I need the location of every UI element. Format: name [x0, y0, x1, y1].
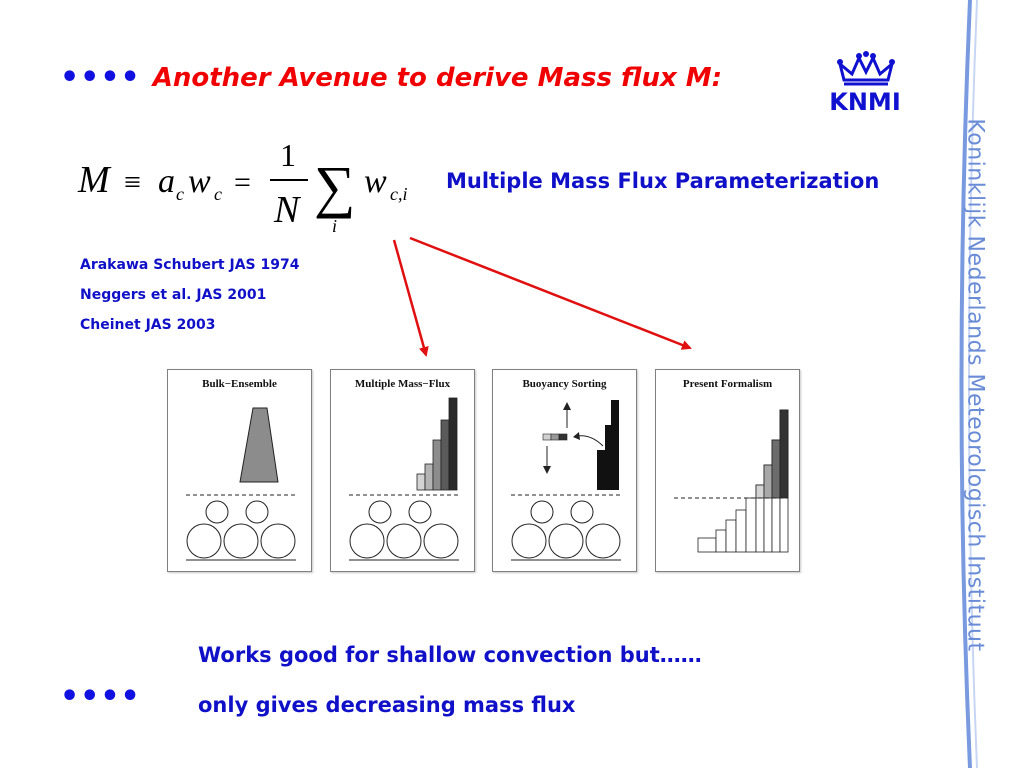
buoyancy-sorting-diagram [511, 400, 621, 561]
panel-title: Buoyancy Sorting [522, 378, 607, 390]
knmi-logo: KNMI [826, 50, 906, 118]
present-formalism-diagram [674, 409, 789, 553]
panel-present-formalism: Present Formalism [655, 369, 800, 572]
side-decoration [959, 0, 978, 768]
panel-buoyancy-sorting: Buoyancy Sorting [492, 369, 637, 572]
mass-flux-equation: M ≡ a c w c = 1 N ∑ i w c,i [77, 137, 408, 236]
arrow-to-multiple-mass-flux [392, 239, 429, 357]
title-bullets: •••• [60, 60, 141, 95]
bulk-ensemble-diagram [186, 407, 296, 561]
logo-text: KNMI [829, 88, 901, 116]
eq-equiv: ≡ [124, 166, 141, 199]
panel-title: Present Formalism [682, 378, 773, 390]
bottom-bullets: •••• [60, 679, 141, 714]
crown-icon [837, 51, 895, 86]
eq-wi-sub: c,i [390, 184, 408, 204]
panel-bulk-ensemble: Bulk−Ensemble [167, 369, 312, 572]
conclusion-line-1: Works good for shallow convection but…… [198, 643, 702, 667]
panel-title: Multiple Mass−Flux [354, 378, 451, 390]
eq-sum: ∑ [314, 154, 355, 219]
eq-denominator: N [273, 189, 302, 231]
arrow-to-present-formalism [409, 236, 692, 350]
eq-equals: = [234, 166, 251, 199]
panel-title: Bulk−Ensemble [202, 378, 277, 390]
eq-wi: w [364, 163, 387, 200]
eq-numerator: 1 [280, 137, 296, 173]
reference-2: Neggers et al. JAS 2001 [80, 287, 267, 303]
slide-title-row: •••• Another Avenue to derive Mass flux … [60, 58, 722, 98]
reference-1: Arakawa Schubert JAS 1974 [80, 257, 300, 273]
equation-label: Multiple Mass Flux Parameterization [446, 169, 880, 193]
conclusion-line-2: only gives decreasing mass flux [198, 693, 576, 717]
eq-a-sub: c [176, 184, 184, 204]
institute-name-vertical: Koninklijk Nederlands Meteorologisch Ins… [962, 118, 988, 652]
slide-title: Another Avenue to derive Mass flux M: [152, 63, 723, 93]
multiple-mass-flux-diagram [349, 397, 459, 561]
eq-sum-index: i [332, 216, 337, 236]
eq-M: M [77, 159, 112, 201]
eq-w-sub: c [214, 184, 222, 204]
eq-w: w [188, 163, 211, 200]
eq-a: a [158, 163, 175, 200]
reference-3: Cheinet JAS 2003 [80, 317, 216, 333]
panel-multiple-mass-flux: Multiple Mass−Flux [330, 369, 475, 572]
